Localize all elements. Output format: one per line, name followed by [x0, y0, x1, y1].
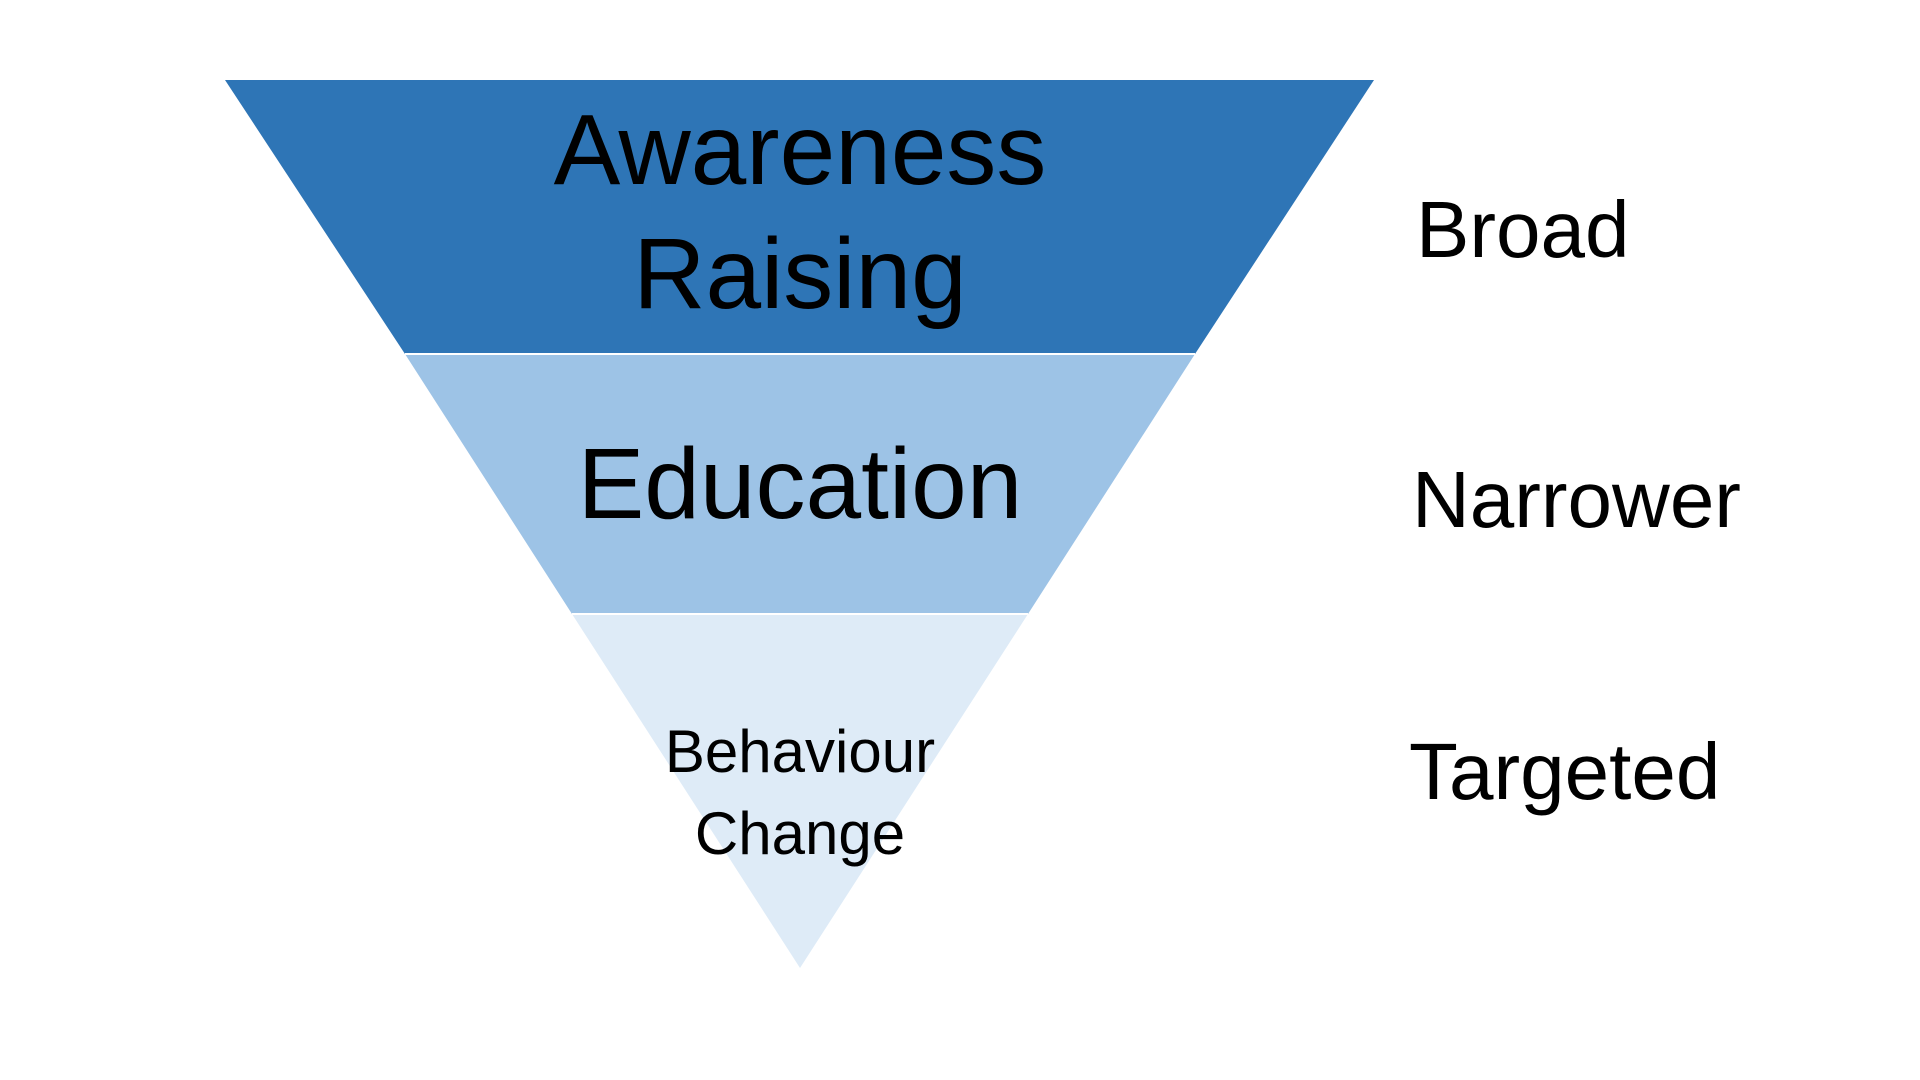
scope-label-broad: Broad — [1416, 185, 1629, 274]
level-label-behaviour: Behaviour — [665, 718, 935, 785]
scope-label-targeted: Targeted — [1409, 727, 1720, 816]
level-label-education: Education — [578, 428, 1023, 540]
level-label-raising: Raising — [633, 218, 967, 330]
funnel-level-education — [405, 354, 1195, 614]
funnel-level-behaviour — [572, 614, 1028, 968]
funnel-level-awareness — [225, 80, 1374, 354]
scope-label-narrower: Narrower — [1412, 455, 1741, 544]
level-label-change: Change — [695, 800, 905, 867]
level-label-awareness: Awareness — [554, 94, 1047, 206]
